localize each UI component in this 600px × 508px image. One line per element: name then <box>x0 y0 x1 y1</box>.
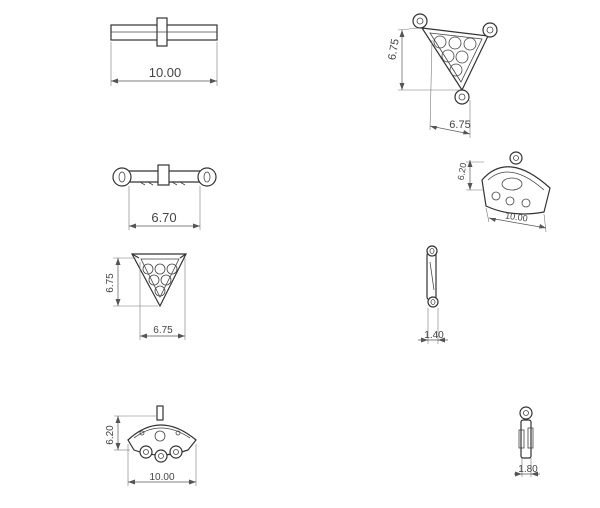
bar-top-part <box>110 17 218 47</box>
view-triangle-front: 6.75 6.75 <box>105 253 187 340</box>
view-side-bar: 1.40 <box>418 245 448 344</box>
view-fan-front: 6.20 10.00 <box>105 405 197 486</box>
fan-front-width-label: 10.00 <box>149 472 174 483</box>
side-fan-dimension: 1.80 <box>514 458 540 477</box>
side-bar-width-label: 1.40 <box>424 330 444 341</box>
iso-triangle-part <box>412 13 498 105</box>
side-fan-part <box>518 406 534 459</box>
view-iso-fan: 6.20 10.00 <box>456 151 551 233</box>
bar-front-dimension: 6.70 <box>128 186 201 230</box>
side-bar-dimension: 1.40 <box>418 308 448 344</box>
iso-fan-dimensions: 6.20 10.00 <box>456 160 547 233</box>
triangle-front-width-label: 6.75 <box>153 325 173 336</box>
side-fan-width-label: 1.80 <box>518 464 538 475</box>
iso-fan-part <box>481 151 551 215</box>
triangle-front-dimensions: 6.75 6.75 <box>105 257 186 340</box>
fan-front-height-label: 6.20 <box>105 425 116 445</box>
view-bar-front: 6.70 <box>112 164 217 230</box>
bar-top-dimension: 10.00 <box>110 42 218 86</box>
view-bar-top: 10.00 <box>110 17 218 86</box>
triangle-front-height-label: 6.75 <box>105 273 116 293</box>
bar-front-part <box>112 164 217 187</box>
bar-top-width-label: 10.00 <box>149 65 182 80</box>
view-side-fan: 1.80 <box>514 406 540 477</box>
iso-triangle-width-label: 6.75 <box>449 119 470 131</box>
iso-fan-height-label: 6.20 <box>456 162 469 181</box>
bar-front-width-label: 6.70 <box>151 210 176 225</box>
triangle-front-part <box>130 253 187 308</box>
iso-triangle-dimensions: 6.75 6.75 <box>386 27 471 138</box>
iso-triangle-height-label: 6.75 <box>386 38 402 61</box>
side-bar-part <box>426 245 439 308</box>
fan-front-part <box>127 405 197 463</box>
iso-fan-width-label: 10.00 <box>505 211 529 224</box>
fan-front-dimensions: 6.20 10.00 <box>105 415 197 486</box>
view-iso-triangle: 6.75 6.75 <box>386 13 498 138</box>
